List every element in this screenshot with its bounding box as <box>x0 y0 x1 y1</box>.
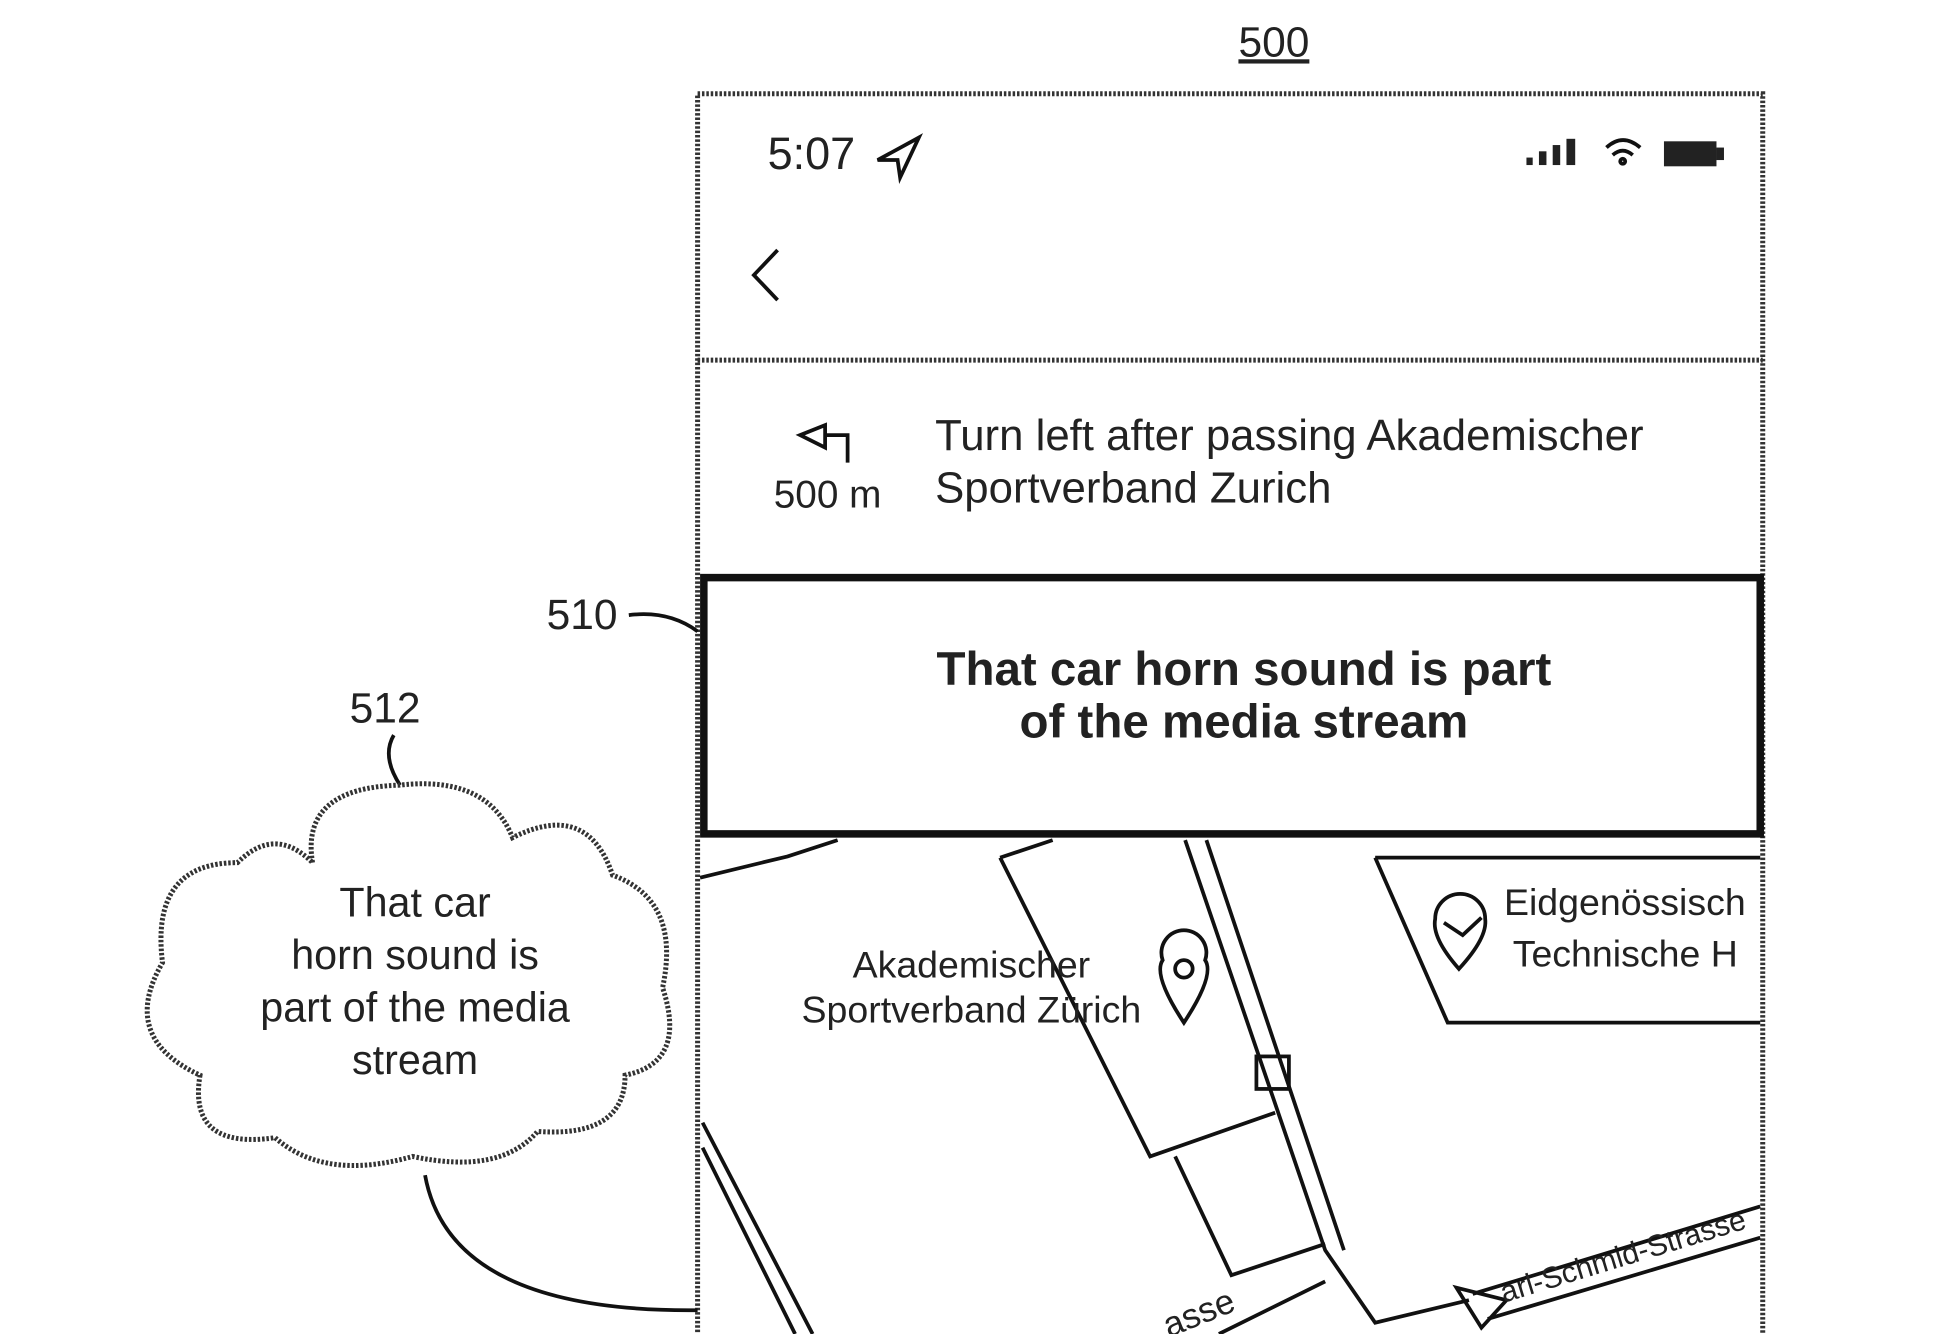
battery-icon <box>1663 141 1724 167</box>
place-pin-icon <box>1158 928 1210 1027</box>
banner-line1: That car horn sound is part <box>936 643 1551 696</box>
poi2-line2: Technische H <box>1513 932 1738 974</box>
figure-label: 500 <box>1238 19 1309 66</box>
map[interactable]: Akademischer Sportverband Zürich Eidgenö… <box>699 838 1761 1334</box>
cloud-line3: part of the media <box>260 984 570 1030</box>
university-pin-icon <box>1432 892 1488 972</box>
wifi-icon <box>1605 138 1642 166</box>
cloud-tail <box>423 1174 698 1313</box>
signal-icon <box>1526 138 1576 166</box>
banner-line2: of the media stream <box>1020 696 1469 749</box>
callout-510-leader <box>628 612 699 633</box>
status-time: 5:07 <box>768 128 856 179</box>
street-label-1: arl-Schmid-Strasse <box>1496 1203 1750 1309</box>
callout-510: 510 <box>547 592 618 639</box>
direction-line1: Turn left after passing Akademischer <box>935 411 1643 460</box>
poi2-line1: Eidgenössisch <box>1504 881 1746 923</box>
callout-512-leader <box>386 734 402 787</box>
street-label-2: asse <box>1157 1281 1240 1334</box>
tram-stop-icon <box>1254 1054 1291 1091</box>
notification-banner <box>700 573 1764 838</box>
back-button[interactable] <box>751 248 779 302</box>
poi1-line1: Akademischer <box>853 944 1091 986</box>
cloud-line1: That car <box>339 879 491 925</box>
cloud-line4: stream <box>352 1037 478 1083</box>
cloud-line2: horn sound is <box>291 932 539 978</box>
direction-line2: Sportverband Zurich <box>935 464 1331 513</box>
direction-distance: 500 m <box>774 474 882 517</box>
route-arrow-icon <box>1452 1284 1510 1331</box>
location-arrow-icon <box>876 133 923 185</box>
turn-left-icon <box>795 422 850 463</box>
thought-cloud <box>144 781 673 1168</box>
callout-512: 512 <box>350 686 421 733</box>
poi1-line2: Sportverband Zürich <box>801 989 1141 1031</box>
